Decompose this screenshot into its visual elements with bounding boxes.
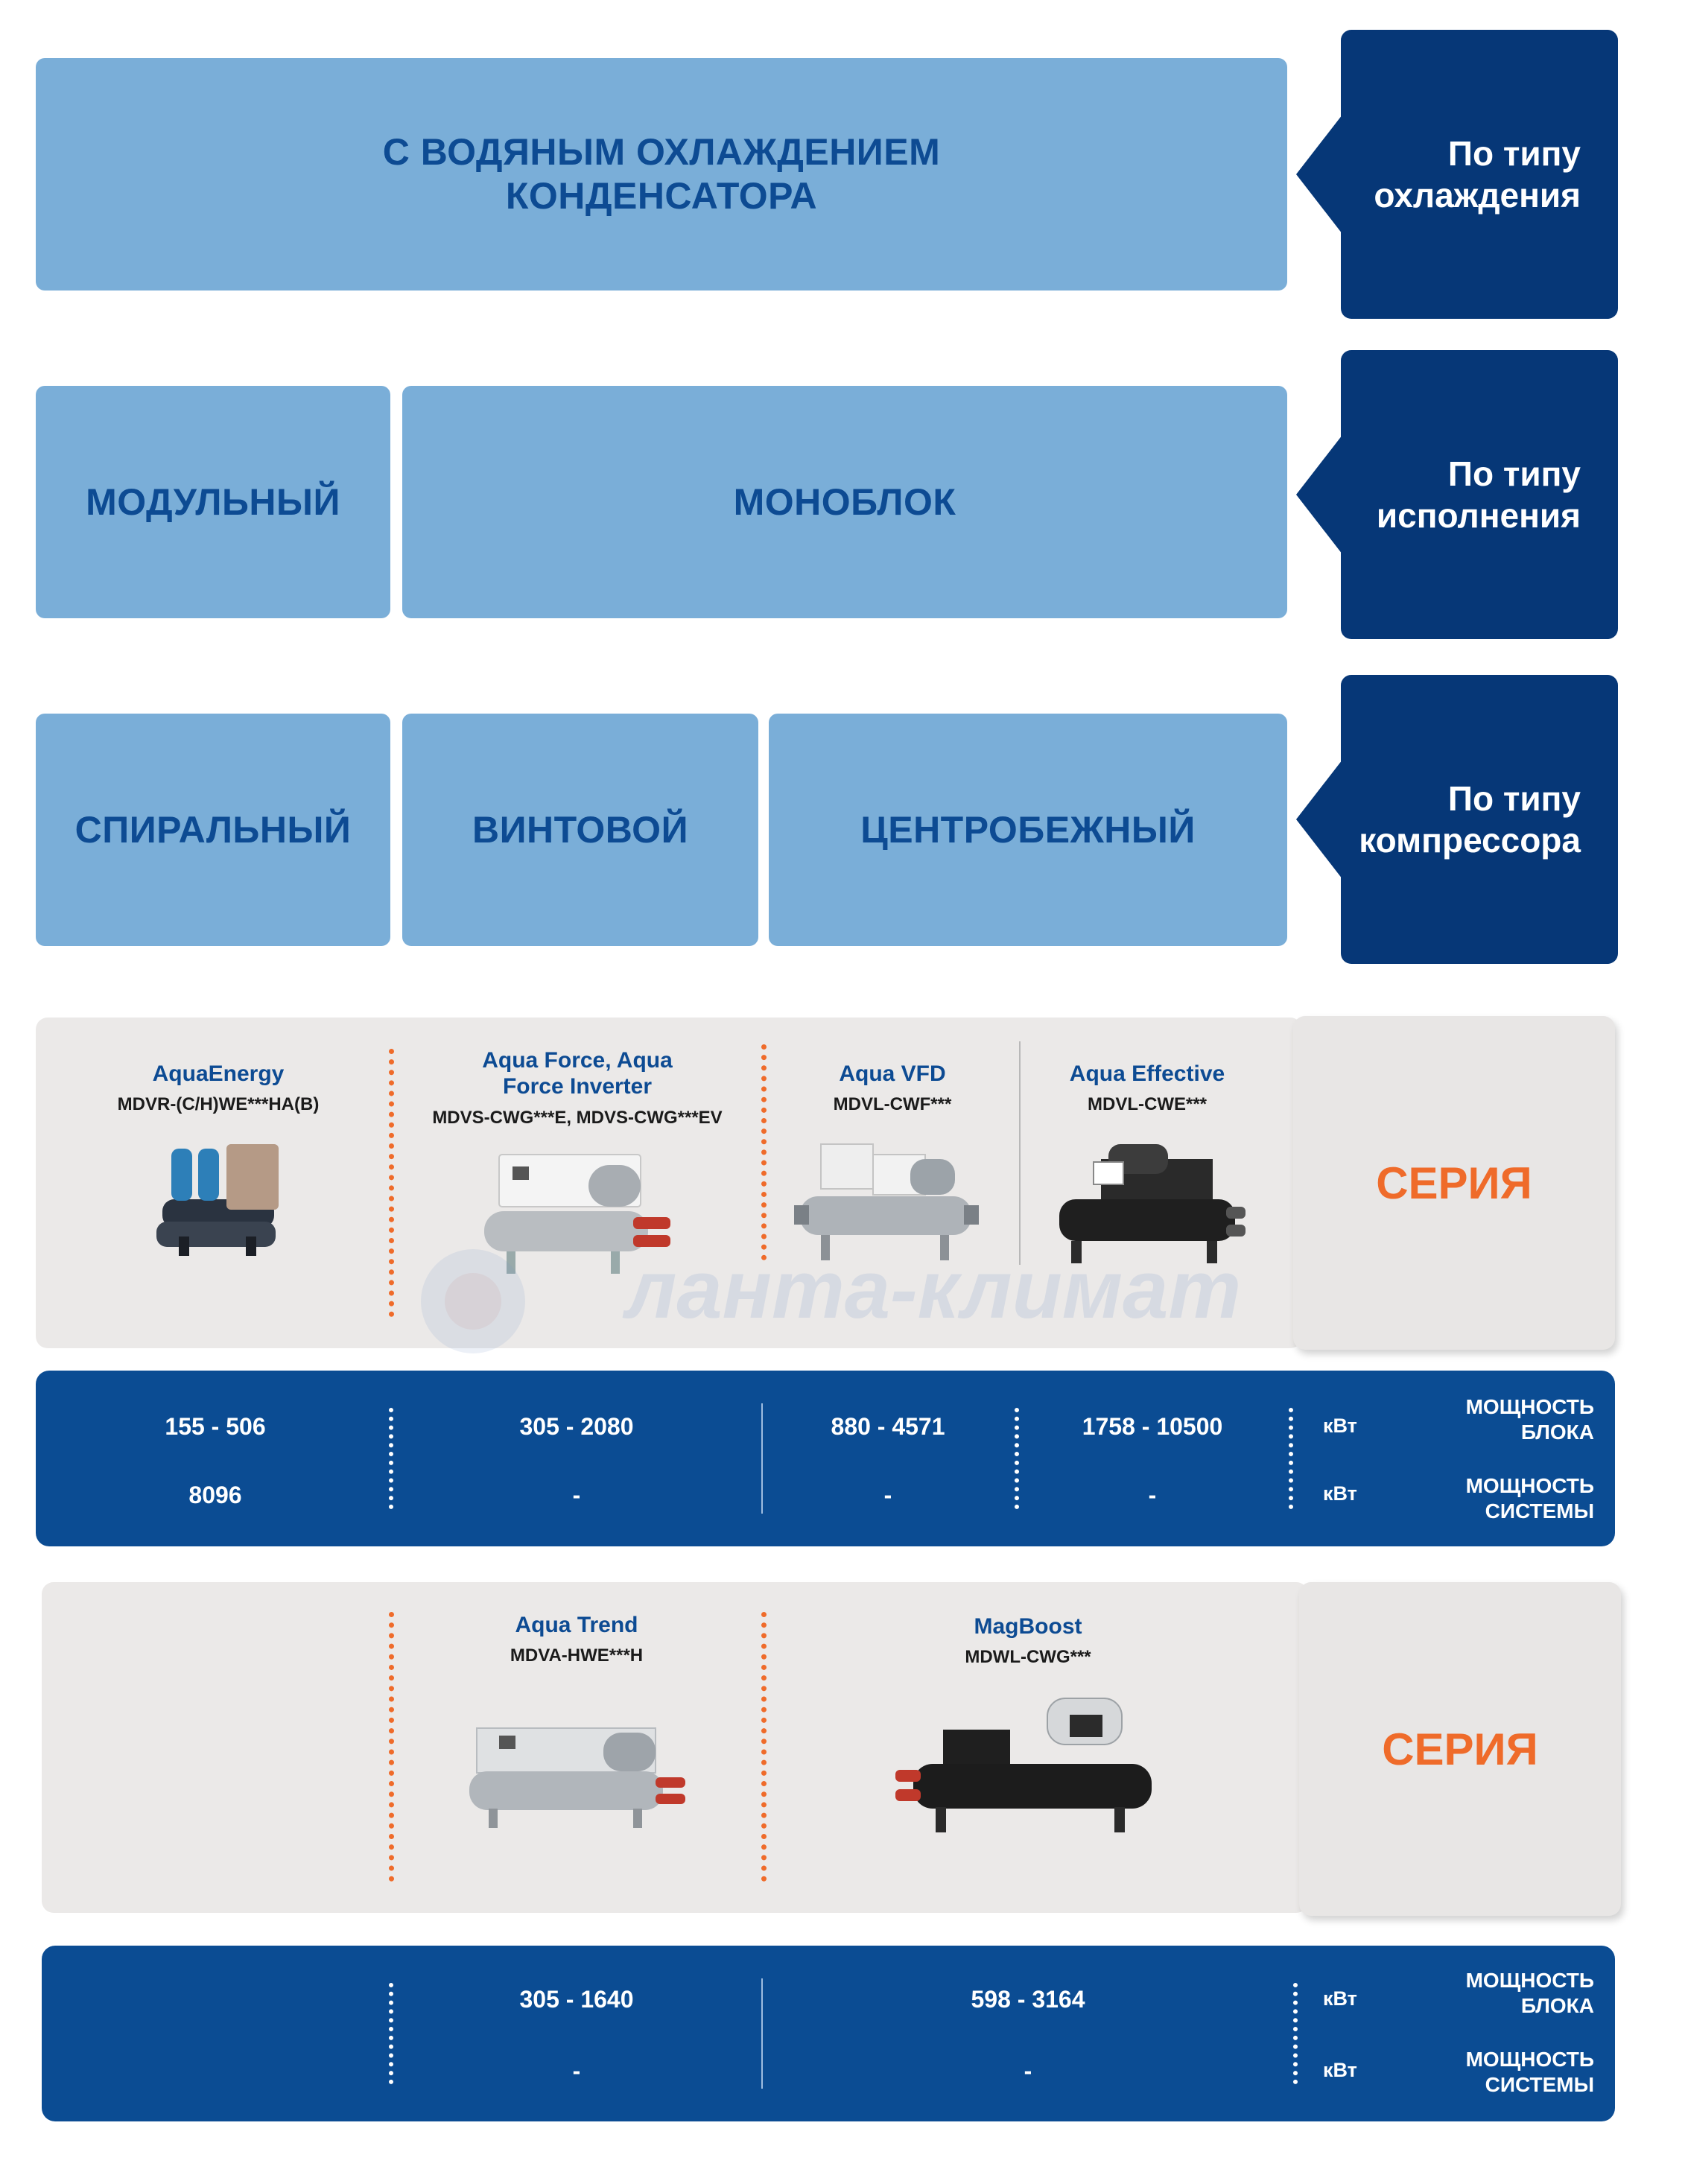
product-aqua-effective: Aqua Effective MDVL-CWE*** — [1022, 1061, 1272, 1115]
category-water-cooled: С ВОДЯНЫМ ОХЛАЖДЕНИЕМ КОНДЕНСАТОРА — [36, 58, 1287, 291]
product-model: MDVL-CWF*** — [833, 1094, 952, 1115]
divider — [1289, 1408, 1293, 1509]
series-label-2: СЕРИЯ — [1299, 1582, 1621, 1916]
product-name: Aqua Effective — [1069, 1061, 1225, 1086]
block-power-value: 598 - 3164 — [971, 1986, 1085, 2013]
category-screw: ВИНТОВОЙ — [402, 714, 758, 946]
divider — [761, 1403, 763, 1514]
series-panel-2 — [42, 1582, 1308, 1913]
chiller-image — [156, 1144, 279, 1256]
product-name: AquaEnergy — [152, 1061, 285, 1086]
unit-label: кВт — [1323, 1415, 1357, 1437]
unit-label: кВт — [1323, 2059, 1357, 2081]
block-power-value: 1758 - 10500 — [1082, 1413, 1223, 1440]
power-bar-2 — [42, 1946, 1615, 2121]
category-modular: МОДУЛЬНЫЙ — [36, 386, 390, 618]
product-aqua-vfd: Aqua VFD MDVL-CWF*** — [767, 1061, 1018, 1115]
divider — [389, 1983, 393, 2084]
product-aqua-trend: Aqua Trend MDVA-HWE***H — [395, 1612, 758, 1666]
caption-block-power: МОЩНОСТЬ БЛОКА — [1465, 1969, 1594, 2017]
unit-label: кВт — [1323, 1482, 1357, 1505]
block-power-value: 305 - 2080 — [519, 1413, 634, 1440]
divider — [1019, 1041, 1021, 1265]
product-model: MDWL-CWG*** — [965, 1647, 1091, 1668]
system-power-value: - — [883, 1482, 892, 1508]
product-model: MDVR-(C/H)WE***HA(B) — [117, 1094, 320, 1115]
divider — [761, 1978, 763, 2089]
divider — [389, 1408, 393, 1509]
block-power-value: 880 - 4571 — [831, 1413, 945, 1440]
product-aquaenergy: AquaEnergy MDVR-(C/H)WE***HA(B) — [45, 1061, 392, 1115]
system-power-value: - — [1024, 2057, 1032, 2084]
chiller-image — [794, 1143, 979, 1260]
series-label-1: СЕРИЯ — [1293, 1016, 1615, 1350]
product-name: Aqua Trend — [515, 1613, 638, 1637]
product-name: Aqua VFD — [839, 1061, 946, 1086]
tag-cooling-type: По типу охлаждения — [1296, 30, 1618, 319]
block-power-value: 305 - 1640 — [519, 1986, 634, 2013]
product-model: MDVL-CWE*** — [1088, 1094, 1207, 1115]
caption-block-power: МОЩНОСТЬ БЛОКА — [1465, 1395, 1594, 1444]
system-power-value: - — [572, 2057, 581, 2084]
divider — [1015, 1408, 1019, 1509]
tag-compressor-type: По типу компрессора — [1296, 675, 1618, 964]
divider — [389, 1049, 394, 1317]
chiller-image — [895, 1698, 1152, 1832]
caption-system-power: МОЩНОСТЬ СИСТЕМЫ — [1465, 2048, 1594, 2096]
product-model: MDVA-HWE***H — [510, 1645, 644, 1666]
product-model: MDVS-CWG***E, MDVS-CWG***EV — [432, 1107, 723, 1128]
unit-label: кВт — [1323, 1987, 1357, 2010]
power-bar-1 — [36, 1371, 1615, 1546]
chiller-image — [484, 1154, 670, 1274]
divider — [761, 1044, 767, 1260]
product-name: MagBoost — [974, 1614, 1082, 1639]
system-power-value: - — [1148, 1482, 1157, 1508]
category-centrifugal: ЦЕНТРОБЕЖНЫЙ — [769, 714, 1287, 946]
category-label: С ВОДЯНЫМ ОХЛАЖДЕНИЕМ КОНДЕНСАТОРА — [382, 131, 941, 217]
system-power-value: 8096 — [188, 1482, 242, 1508]
product-name: Aqua Force, Aqua Force Inverter — [482, 1048, 673, 1099]
product-aqua-force: Aqua Force, Aqua Force Inverter MDVS-CWG… — [395, 1047, 760, 1128]
block-power-value: 155 - 506 — [165, 1413, 266, 1440]
divider — [389, 1612, 394, 1882]
tag-design-type: По типу исполнения — [1296, 350, 1618, 639]
caption-system-power: МОЩНОСТЬ СИСТЕМЫ — [1465, 1474, 1594, 1523]
category-scroll: СПИРАЛЬНЫЙ — [36, 714, 390, 946]
divider — [1293, 1983, 1298, 2084]
chiller-image — [1059, 1144, 1245, 1263]
watermark-logo-icon — [421, 1249, 525, 1353]
watermark: ланта-климат — [417, 1242, 1311, 1354]
product-magboost: MagBoost MDWL-CWG*** — [767, 1613, 1289, 1668]
watermark-text: ланта-климат — [626, 1244, 1242, 1336]
divider — [761, 1612, 767, 1882]
chiller-image — [469, 1727, 685, 1828]
system-power-value: - — [572, 1482, 581, 1508]
category-monoblock: МОНОБЛОК — [402, 386, 1287, 618]
